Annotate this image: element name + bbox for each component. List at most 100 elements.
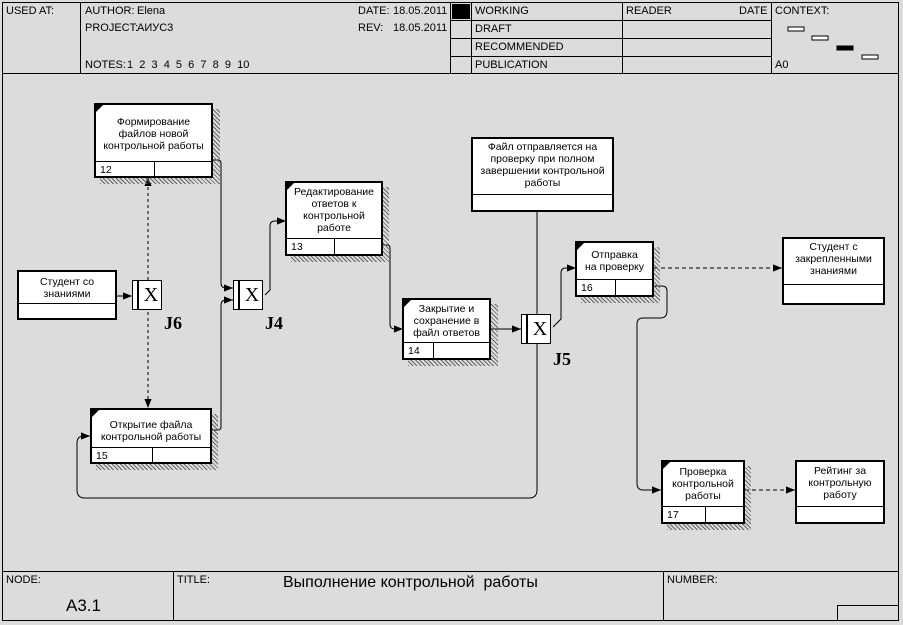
status-draft: DRAFT [475,23,512,35]
junction-j4[interactable]: X [233,280,263,310]
referent-file-sent-for-review[interactable]: Файл отправляется на проверку при полном… [471,137,614,212]
box-15-label-line: контрольной работы [100,431,202,443]
rev-value: 18.05.2011 [393,22,448,34]
box-footer-line [663,506,743,507]
project-value: АИУС3 [137,22,174,34]
number-label: NUMBER: [667,574,718,586]
referent-label-line: контрольную [808,477,872,489]
box-footer-divider [334,238,335,254]
referent-label-line: работу [823,489,857,501]
arrow-j5-to-box16 [552,264,576,328]
referent-label-line: проверку при полном [490,153,595,165]
box-corner-marker [663,462,670,469]
project-label: PROJECT: [85,22,139,34]
junction-j6[interactable]: X [132,280,162,310]
working-status-marker [452,4,470,19]
junction-bar [238,281,240,309]
footer-corner-box [837,605,899,621]
reader-label: READER [626,5,672,17]
title-label: TITLE: [177,574,211,586]
box-16-label-line: Отправка [591,249,638,261]
box-13-label-line: ответов к [311,198,357,210]
box-12-number: 12 [100,164,112,176]
box-14-label-line: файл ответов [413,327,480,339]
node-value: A3.1 [66,596,101,615]
date-value: 18.05.2011 [393,5,448,17]
header-bottom-line [2,73,899,74]
status-row-line [450,20,771,21]
status-working: WORKING [475,5,529,17]
box-14-label-line: Закрытие и [418,303,475,315]
arrow-j4-to-box13 [264,217,286,296]
box-16-label-line: на проверку [584,261,645,273]
box-17-label-line: контрольной [672,478,734,490]
box-footer-divider [152,447,153,462]
box-13-label-line: Редактирование [294,186,374,198]
author-value: Elena [137,5,166,17]
arrow-box15-to-j4 [212,296,233,431]
referent-footer-line [19,303,115,304]
box-footer-line [92,447,210,448]
referent-footer-line [473,194,612,195]
referent-label-line: закрепленными [795,253,872,265]
box-13-label-line: контрольной [303,210,365,222]
referent-label-line: знаниями [810,265,857,277]
header-divider [622,2,623,73]
notes-numbers: 1 2 3 4 5 6 7 8 9 10 [127,59,250,71]
box-footer-divider [433,342,434,358]
arrow-loop-j5-to-box15 [76,212,538,499]
arrow-box16-to-box17 [636,285,668,494]
footer-top-line [2,571,899,572]
box-12-label-line: файлов новой [118,128,189,140]
junction-j5-label: J5 [553,349,571,369]
box-12-label-line: Формирование [116,116,191,128]
header-divider [471,2,472,73]
header-divider [80,2,81,73]
referent-label-line: завершении контрольной [480,165,605,177]
box-corner-marker [287,183,294,190]
referent-footer-line [797,506,883,507]
referent-label-line: знаниями [43,288,91,300]
function-box-17[interactable]: Проверка контрольной работы 17 [661,460,745,524]
referent-label-line: работы [524,177,561,189]
junction-x-symbol: X [143,284,159,306]
box-17-number: 17 [667,509,679,521]
date-label: DATE: [358,5,390,17]
box-14-number: 14 [408,345,420,357]
box-13-number: 13 [291,241,303,253]
context-diagram [787,26,879,60]
junction-j5[interactable]: X [521,314,551,344]
box-12-label-line: контрольной работы [103,140,204,152]
referent-rating[interactable]: Рейтинг за контрольную работу [795,460,885,524]
function-box-16[interactable]: Отправка на проверку 16 [575,241,654,297]
box-16-number: 16 [581,282,593,294]
reader-date-label: DATE [739,5,768,17]
box-footer-line [96,161,211,162]
referent-label-line: Студент со [39,276,95,288]
footer-divider [173,571,174,621]
junction-j6-label: J6 [164,313,182,333]
function-box-13[interactable]: Редактирование ответов к контрольной раб… [285,181,383,256]
referent-student-with-knowledge[interactable]: Студент со знаниями [17,270,117,320]
header-divider [450,2,451,73]
diagram-title: Выполнение контрольной работы [283,574,538,591]
box-footer-line [577,279,652,280]
box-17-label-line: работы [685,490,721,502]
box-15-number: 15 [96,450,108,462]
junction-bar [137,281,139,309]
rev-label: REV: [358,22,384,34]
referent-label-line: Файл отправляется на [487,141,598,153]
box-corner-marker [96,105,103,112]
function-box-15[interactable]: Открытие файла контрольной работы 15 [90,408,212,464]
status-row-line [450,56,771,57]
function-box-14[interactable]: Закрытие и сохранение в файл ответов 14 [402,298,491,360]
header-divider [771,2,772,73]
box-corner-marker [404,300,411,307]
status-publication: PUBLICATION [475,59,548,71]
junction-x-symbol: X [532,318,548,340]
function-box-12[interactable]: Формирование файлов новой контрольной ра… [94,103,213,178]
referent-student-result[interactable]: Студент с закрепленными знаниями [782,237,885,305]
junction-bar [526,315,528,343]
box-footer-divider [154,161,155,176]
